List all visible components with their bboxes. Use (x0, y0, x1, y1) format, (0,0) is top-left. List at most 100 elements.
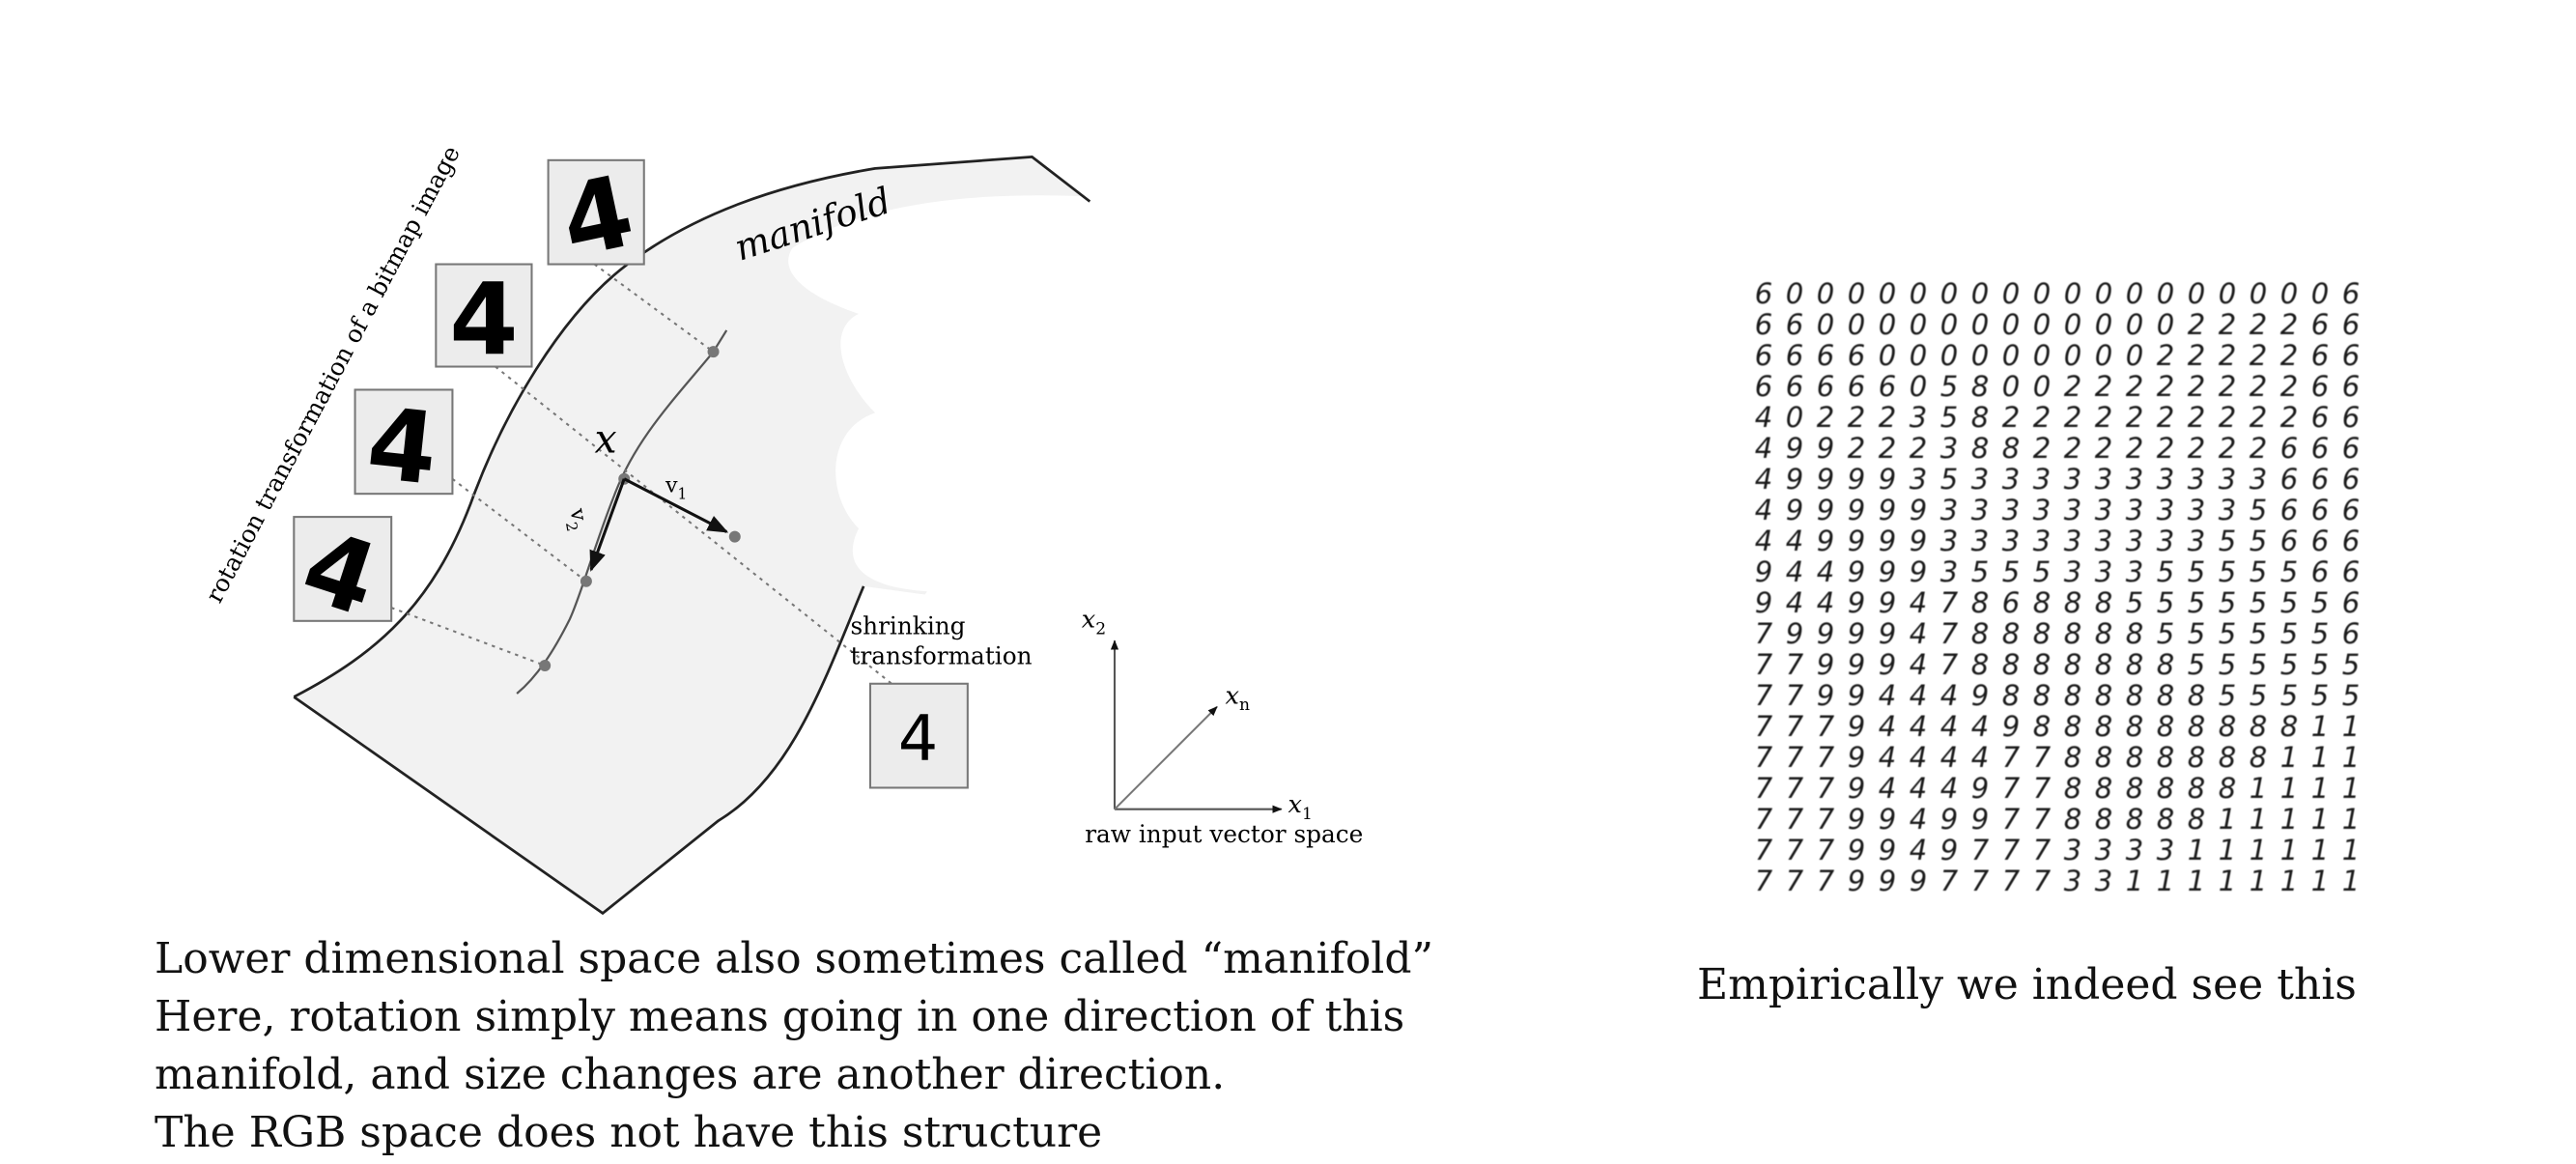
digit-cell: 0 (1878, 308, 1897, 341)
digit-cell: 9 (1847, 525, 1866, 557)
digit-cell: 6 (1847, 339, 1866, 372)
digit-cell: 9 (1816, 432, 1835, 465)
digit-cell: 5 (2341, 679, 2361, 712)
digit-cell: 7 (2032, 834, 2052, 866)
digit-cell: 8 (1970, 370, 1990, 403)
digit-cell: 6 (2310, 555, 2330, 588)
digit-cell: 5 (2310, 648, 2330, 681)
digit-cell: 8 (2001, 432, 2021, 465)
digit-cell: 9 (1847, 803, 1866, 836)
digit-cell: 3 (2094, 525, 2113, 557)
digit-cell: 7 (1816, 803, 1835, 836)
digit-cell: 1 (2310, 741, 2330, 774)
digit-cell: 0 (2001, 277, 2021, 310)
digit-cell: 2 (1909, 432, 1928, 465)
digit-cell: 7 (1939, 865, 1959, 897)
digit-cell: 0 (1847, 277, 1866, 310)
digit-cell: 7 (1939, 648, 1959, 681)
digit-cell: 1 (2156, 865, 2175, 897)
digit-cell: 1 (2249, 772, 2268, 805)
digit-cell: 0 (2032, 308, 2052, 341)
digit-cell: 0 (2063, 277, 2082, 310)
digit-cell: 9 (1816, 494, 1835, 526)
digit-cell: 5 (2187, 617, 2206, 650)
digit-cell: 4 (1909, 834, 1928, 866)
digit-cell: 9 (1816, 525, 1835, 557)
digit-cell: 4 (1909, 617, 1928, 650)
digit-cell: 8 (2218, 772, 2237, 805)
digit-cell: 7 (2001, 772, 2021, 805)
digit-cell: 2 (1878, 401, 1897, 434)
digit-cell: 6 (2341, 617, 2361, 650)
digit-cell: 8 (2032, 710, 2052, 743)
digit-cell: 3 (1939, 432, 1959, 465)
manifold-points (539, 346, 741, 671)
digit-cell: 0 (2094, 339, 2113, 372)
digit-cell: 2 (2279, 308, 2299, 341)
digit-cell: 3 (2156, 834, 2175, 866)
digit-cell: 1 (2218, 834, 2237, 866)
digit-cell: 8 (2032, 586, 2052, 619)
digit-cell: 9 (1909, 555, 1928, 588)
digit-cell: 3 (2125, 834, 2144, 866)
digit-cell: 8 (2279, 710, 2299, 743)
digit-cell: 8 (1970, 648, 1990, 681)
digit-cell: 1 (2341, 710, 2361, 743)
digit-cell: 0 (1878, 339, 1897, 372)
digit-cell: 6 (2341, 525, 2361, 557)
digit-cell: 7 (2001, 865, 2021, 897)
digit-cell: 9 (1816, 463, 1835, 496)
digit-cell: 8 (2125, 617, 2144, 650)
digit-cell: 8 (2125, 741, 2144, 774)
digit-cell: 6 (2341, 308, 2361, 341)
digit-cell: 8 (2001, 648, 2021, 681)
digit-cell: 8 (2094, 586, 2113, 619)
digit-cell: 6 (2341, 463, 2361, 496)
digit-cell: 3 (1970, 463, 1990, 496)
digit-cell: 4 (1754, 432, 1773, 465)
caption-line: The RGB space does not have this structu… (155, 1108, 1103, 1157)
digit-cell: 3 (2218, 463, 2237, 496)
shrinking-label: shrinking transformation (850, 611, 1032, 669)
digit-cell: 3 (2094, 555, 2113, 588)
digit-cell: 2 (1878, 432, 1897, 465)
digit-cell: 5 (2249, 648, 2268, 681)
digit-cell: 3 (2032, 463, 2052, 496)
digit-cell: 9 (1847, 710, 1866, 743)
digit-cell: 2 (2279, 401, 2299, 434)
digit-cell: 8 (2094, 710, 2113, 743)
digit-cell: 6 (2341, 586, 2361, 619)
digit-cell: 8 (2125, 772, 2144, 805)
digit-cell: 7 (2001, 741, 2021, 774)
digit-cell: 5 (2187, 555, 2206, 588)
digit-cell: 6 (1816, 339, 1835, 372)
digit-cell: 8 (2125, 803, 2144, 836)
digit-cell: 8 (2249, 710, 2268, 743)
digit-cell: 7 (1816, 741, 1835, 774)
digit-cell: 4 (1816, 555, 1835, 588)
digit-cell: 4 (1878, 741, 1897, 774)
digit-cell: 6 (2310, 525, 2330, 557)
digit-cell: 5 (2341, 648, 2361, 681)
digit-cell: 8 (2063, 803, 2082, 836)
digit-cell: 0 (2001, 308, 2021, 341)
digit-cell: 8 (2156, 679, 2175, 712)
digit-cell: 5 (2249, 525, 2268, 557)
digit-cell: 0 (1970, 308, 1990, 341)
digit-cell: 6 (2310, 494, 2330, 526)
svg-text:4: 4 (362, 386, 442, 508)
digit-cell: 1 (2341, 865, 2361, 897)
digit-cell: 6 (2341, 277, 2361, 310)
digit-cell: 8 (2218, 741, 2237, 774)
digit-cell: 4 (1939, 679, 1959, 712)
digit-cell: 9 (1970, 679, 1990, 712)
digit-cell: 4 (1878, 772, 1897, 805)
digit-cell: 0 (2187, 277, 2206, 310)
digit-cell: 2 (2187, 401, 2206, 434)
digit-cell: 0 (2032, 277, 2052, 310)
digit-cell: 1 (2249, 865, 2268, 897)
digit-cell: 7 (1785, 741, 1804, 774)
digit-cell: 0 (1785, 277, 1804, 310)
digit-cell: 2 (2249, 432, 2268, 465)
v2-label: v2 (560, 505, 593, 532)
